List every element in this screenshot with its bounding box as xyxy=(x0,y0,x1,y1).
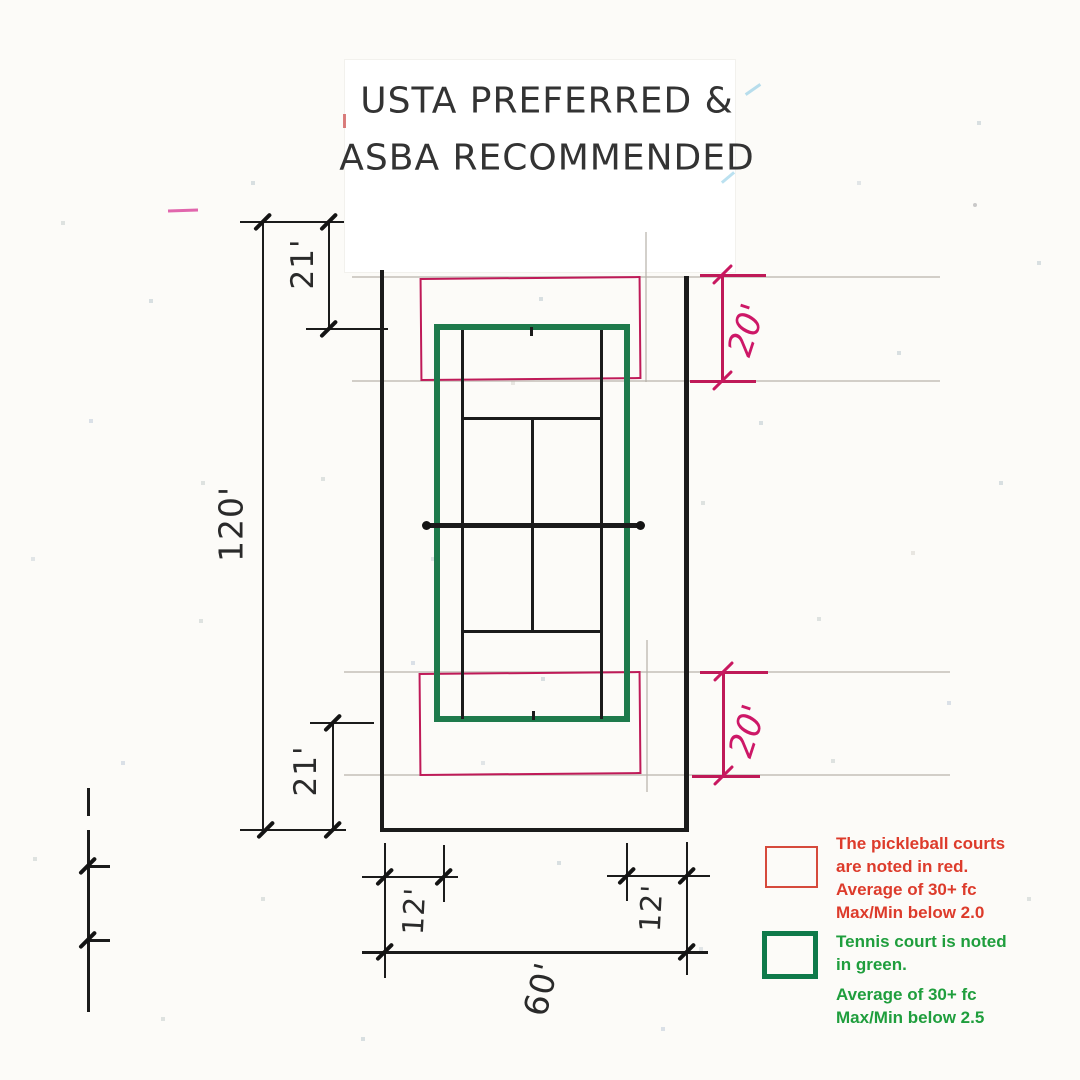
dim-extension-line xyxy=(310,722,374,724)
paper-speckles xyxy=(0,0,2,2)
stray-dot xyxy=(973,203,977,207)
center-mark-top xyxy=(530,327,533,336)
stray-red-mark xyxy=(343,114,346,128)
dim-21ft-bottom-label: 21' xyxy=(288,745,324,797)
dim-extension-line xyxy=(240,829,346,831)
dim-12ft-left-line xyxy=(362,876,458,878)
dim-20ft-top-line xyxy=(721,275,724,381)
net-line xyxy=(427,523,641,528)
dim-extension-line xyxy=(86,939,110,942)
dim-extension-line xyxy=(692,775,760,778)
dim-extension-line xyxy=(240,221,344,223)
court-pad-bottom-edge xyxy=(380,828,689,832)
dim-extension-line xyxy=(700,671,768,674)
dim-extension-line xyxy=(306,328,388,330)
legend-line: Average of 30+ fc xyxy=(836,985,977,1004)
title-line-1: USTA PREFERRED & xyxy=(360,80,734,122)
legend-line: in green. xyxy=(836,955,907,974)
dim-120ft-line xyxy=(262,221,264,831)
reference-line xyxy=(87,788,90,816)
net-post-left xyxy=(422,521,431,530)
dim-20ft-bottom-line xyxy=(722,671,725,776)
stray-pink-mark xyxy=(167,208,199,213)
legend-pickleball-swatch xyxy=(765,846,818,888)
legend-pickleball-text: The pickleball courts are noted in red. … xyxy=(836,832,1066,924)
center-mark-bottom xyxy=(532,711,535,720)
legend-tennis-text: Tennis court is noted in green. Average … xyxy=(836,930,1066,1029)
legend-tennis-swatch xyxy=(762,931,818,979)
legend-line: Average of 30+ fc xyxy=(836,880,977,899)
dim-20ft-top-label: 20' xyxy=(719,298,775,362)
dim-12ft-right-label: 12' xyxy=(632,883,670,933)
dim-12ft-right-line xyxy=(607,875,710,877)
legend-line: are noted in red. xyxy=(836,857,969,876)
court-pad-right-edge xyxy=(684,276,689,832)
net-post-right xyxy=(636,521,645,530)
dim-12ft-left-label: 12' xyxy=(395,886,433,936)
title-patch xyxy=(345,60,735,272)
reference-line xyxy=(87,830,90,1012)
blue-smudge xyxy=(744,83,762,96)
dim-21ft-bottom-line xyxy=(332,722,334,830)
dim-60ft-line xyxy=(362,951,708,954)
dim-extension-line xyxy=(700,274,766,277)
dim-60ft-label: 60' xyxy=(515,958,567,1020)
dim-extension-line xyxy=(384,843,386,978)
dim-120ft-label: 120' xyxy=(211,485,251,563)
legend-line: Tennis court is noted xyxy=(836,932,1007,951)
legend-line: Max/Min below 2.0 xyxy=(836,903,985,922)
dim-extension-line xyxy=(686,842,688,975)
title-line-2: ASBA RECOMMENDED xyxy=(339,137,755,179)
dim-20ft-bottom-label: 20' xyxy=(720,699,776,763)
dim-21ft-top-line xyxy=(328,221,330,329)
legend-line: Max/Min below 2.5 xyxy=(836,1008,985,1027)
guide-line xyxy=(645,232,647,382)
dim-extension-line xyxy=(86,865,110,868)
legend-line: The pickleball courts xyxy=(836,834,1006,853)
court-pad-left-edge xyxy=(380,270,384,832)
dim-21ft-top-label: 21' xyxy=(285,238,321,290)
guide-line xyxy=(646,640,648,792)
